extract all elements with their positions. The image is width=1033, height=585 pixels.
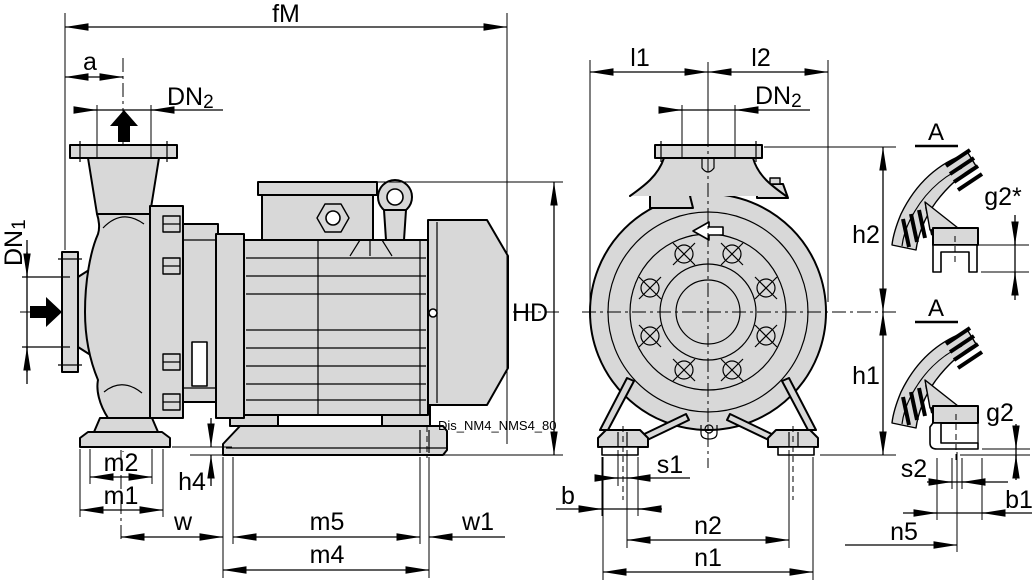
lifting-eyebolt-base xyxy=(383,209,407,241)
rotation-arrow xyxy=(692,221,724,241)
dim-label-l2: l2 xyxy=(751,44,770,72)
dim-label-s1: s1 xyxy=(657,451,683,479)
fan-cover-drain-hole xyxy=(428,308,438,318)
discharge-neck xyxy=(87,157,160,215)
dim-label-h2: h2 xyxy=(852,221,880,249)
front-view xyxy=(582,133,896,500)
dim-label-dn1: DN1 xyxy=(0,219,30,266)
suction-flange xyxy=(61,251,79,373)
discharge-flange xyxy=(69,144,178,159)
bolt-circle-bolts xyxy=(638,242,778,382)
cover-bolts xyxy=(162,215,181,411)
dim-label-l1: l1 xyxy=(630,44,649,72)
dim-label-dn2-side: DN2 xyxy=(167,83,214,113)
cable-gland-bore xyxy=(325,210,341,226)
dim-label-h1: h1 xyxy=(852,362,880,390)
casing-section-detail xyxy=(891,148,984,251)
dim-label-n2: n2 xyxy=(694,512,722,540)
dim-label-n1: n1 xyxy=(694,544,722,572)
dim-label-n5: n5 xyxy=(890,518,918,546)
pump-foot xyxy=(79,431,171,448)
side-view xyxy=(20,58,560,458)
dim-label-g2-star: g2* xyxy=(984,183,1022,211)
clamp-foot-bracket xyxy=(932,244,978,273)
pump-pedestal xyxy=(93,417,159,433)
detail-a-bottom-label: A xyxy=(928,295,944,322)
dim-label-m5: m5 xyxy=(310,508,345,536)
bent-sheet-foot xyxy=(929,422,979,450)
front-view-dimensions: l1 l2 DN2 h2 h1 s1 b n2 xyxy=(556,44,896,580)
dim-label-m4: m4 xyxy=(310,541,345,569)
casing-cover-flange xyxy=(149,205,184,419)
dim-label-s2: s2 xyxy=(901,455,927,483)
motor-drive-endshield xyxy=(215,233,245,419)
side-view-dimensions: fM a DN2 DN1 HD Dis_NM4_NMS4_80 h4 xyxy=(0,0,563,578)
dim-label-w: w xyxy=(173,508,193,536)
motor-base-plate xyxy=(222,425,448,456)
dim-label-dn2-front: DN2 xyxy=(755,82,802,112)
detail-views: A g2* A g2 s2 b1 xyxy=(845,119,1033,552)
motor-body xyxy=(243,239,429,416)
dim-label-b1: b1 xyxy=(1005,486,1033,514)
dim-label-hd: HD xyxy=(512,299,548,327)
dim-label-a: a xyxy=(83,48,97,76)
motor-cooling-fins xyxy=(246,239,426,415)
foot-shim-right xyxy=(777,446,815,456)
dim-label-b: b xyxy=(561,482,575,510)
discharge-flow-arrow xyxy=(110,110,138,142)
lantern-window xyxy=(191,341,208,387)
terminal-box-lid xyxy=(257,181,378,196)
detail-a-top-label: A xyxy=(928,119,944,146)
dim-label-g2: g2 xyxy=(986,399,1014,427)
drawing-watermark: Dis_NM4_NMS4_80 xyxy=(438,418,557,433)
fan-cover xyxy=(427,219,509,406)
foot-shim-left xyxy=(601,446,639,456)
dim-label-w1: w1 xyxy=(461,508,494,536)
drain-plug-boss xyxy=(700,425,718,440)
suction-flow-arrow xyxy=(30,297,62,327)
volute-casing xyxy=(84,213,151,419)
dim-label-h4: h4 xyxy=(178,468,206,496)
dim-label-fm: fM xyxy=(272,0,300,28)
